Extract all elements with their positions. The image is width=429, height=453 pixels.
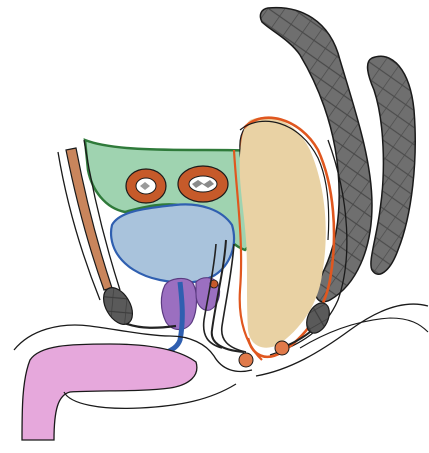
penis [21,343,198,441]
perineal-nodes [238,340,290,368]
external-anal-sphincter-hatch [306,302,330,334]
bulbospongiosus-hatch [103,287,133,325]
bladder [109,203,236,284]
sacrum-hatching [260,7,372,302]
prostate [160,277,221,331]
prostate-body [160,277,198,331]
nerve-2 [220,243,247,353]
nerve-1 [210,239,245,353]
anterior-line-1 [57,151,101,301]
sphincter-muscles [102,287,330,334]
bladder-body [109,203,236,284]
skin-scrotum [63,383,237,409]
pelvic-floor-line [269,139,348,356]
rectum [232,116,336,361]
perineal-body [238,352,254,368]
rectum-inner-wall [232,149,263,361]
nerve-3 [202,243,223,349]
bowel-loop-2 [177,165,229,203]
anterior-line-2 [83,139,121,291]
anal-canal-node [274,340,290,356]
rectum-black-line [239,120,330,241]
rectum-wall [243,116,336,359]
skin-outline [13,303,429,409]
skin-posterior [255,303,429,377]
bowel-loop-1 [125,168,167,204]
neurovascular-bundles [121,239,321,353]
rectum-fill [239,117,326,348]
coccyx-hatching [367,56,416,275]
coccyx [366,55,416,275]
penis-shaft [21,343,198,441]
skin-perineum [13,324,253,373]
skin-buttock [299,317,429,349]
